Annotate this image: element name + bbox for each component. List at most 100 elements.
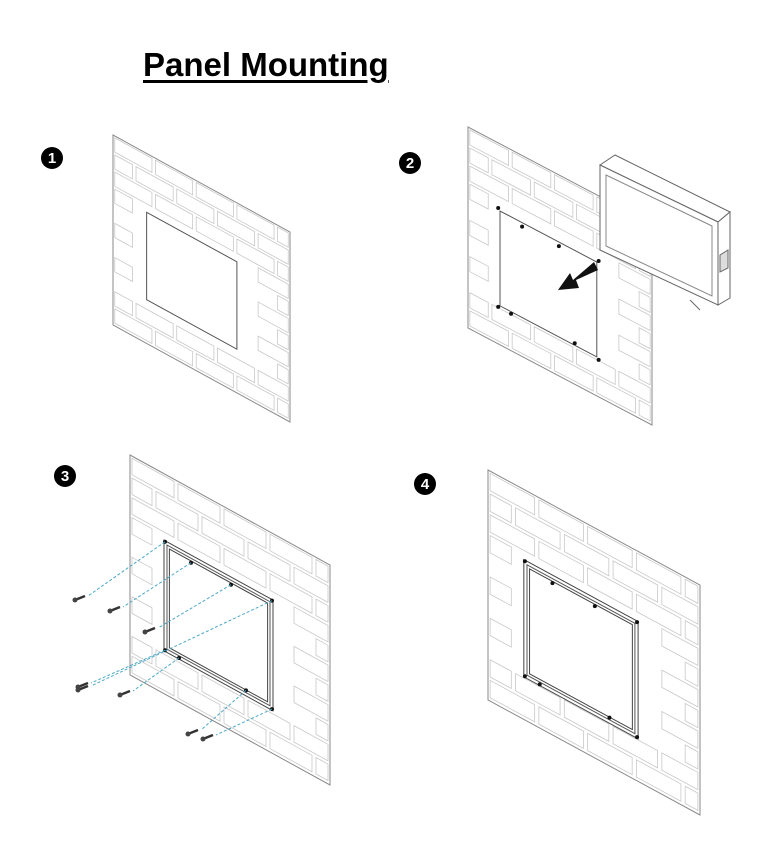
screw-icon <box>142 626 156 635</box>
brick <box>224 509 266 549</box>
screw-guide-line <box>122 562 192 608</box>
brick <box>115 138 152 173</box>
brick <box>316 639 328 662</box>
brick <box>177 189 214 224</box>
screw-hole <box>607 715 612 720</box>
brick <box>534 327 573 362</box>
insert-arrow-icon <box>558 262 598 290</box>
brick <box>490 618 511 647</box>
brick <box>155 331 192 366</box>
screw-hole <box>556 244 561 249</box>
screw-guide-line <box>157 584 232 629</box>
screw-icon <box>200 733 214 742</box>
brick <box>539 707 584 748</box>
brick <box>490 515 535 556</box>
brick <box>132 597 152 625</box>
screw-guide-line <box>215 708 273 736</box>
brick <box>155 160 192 195</box>
brick <box>258 370 288 401</box>
screw-icon <box>185 728 199 737</box>
brick <box>539 500 584 541</box>
brick <box>115 223 133 247</box>
brick <box>202 517 244 557</box>
page-title: Panel Mounting <box>143 46 389 83</box>
brick <box>196 182 233 217</box>
brick <box>115 172 152 207</box>
brick <box>516 508 561 549</box>
brick <box>278 364 289 384</box>
brick <box>248 700 290 740</box>
brick <box>516 674 561 715</box>
brick <box>564 700 609 741</box>
brick <box>132 518 152 546</box>
brick <box>490 473 535 514</box>
brick <box>316 678 328 701</box>
brick <box>316 599 328 622</box>
wall-step-4 <box>488 470 700 815</box>
screw-hole <box>592 604 597 609</box>
brick <box>636 553 681 594</box>
brick <box>636 594 681 635</box>
screw-hole <box>550 581 555 586</box>
brick <box>248 542 290 582</box>
brick <box>470 257 488 282</box>
brick <box>115 189 133 213</box>
brick <box>470 166 509 201</box>
brick <box>132 458 174 498</box>
brick <box>588 733 633 774</box>
brick <box>613 726 658 767</box>
panel-frame <box>524 560 638 739</box>
step-1-badge: 1 <box>41 147 63 169</box>
brick <box>554 175 593 210</box>
brick <box>177 326 214 361</box>
brick <box>136 303 173 338</box>
brick <box>554 356 593 391</box>
brick <box>224 707 266 747</box>
brick <box>685 662 698 686</box>
screw-hole <box>496 206 501 211</box>
brick <box>534 182 573 217</box>
brick <box>490 494 511 523</box>
brick <box>470 148 488 173</box>
brick <box>470 130 509 165</box>
brick <box>270 732 312 772</box>
wall-cutout <box>167 545 270 706</box>
brick <box>278 227 289 247</box>
brick <box>202 675 244 715</box>
brick <box>639 364 650 385</box>
brick <box>132 637 152 665</box>
screw-guide-line <box>87 541 166 597</box>
brick <box>178 682 220 722</box>
brick <box>636 760 681 801</box>
panel-pc-device <box>598 154 731 311</box>
brick <box>115 155 133 179</box>
brick <box>619 263 650 295</box>
wall-cutout <box>147 212 237 349</box>
brick <box>258 336 288 367</box>
brick <box>316 718 328 741</box>
brick <box>470 184 488 209</box>
screw-hole <box>635 620 640 625</box>
brick <box>490 577 511 606</box>
brick <box>178 484 220 524</box>
brick <box>470 311 509 346</box>
step-2-badge: 2 <box>399 152 421 174</box>
brick <box>278 398 289 418</box>
brick <box>662 753 698 790</box>
brick <box>662 629 698 666</box>
brick <box>554 211 593 246</box>
brick <box>470 293 488 318</box>
brick <box>685 745 698 769</box>
brick <box>316 758 328 781</box>
brick <box>156 491 198 531</box>
brick <box>178 523 220 563</box>
brick <box>196 353 233 388</box>
brick <box>115 292 133 316</box>
brick <box>136 167 173 202</box>
brick <box>662 670 698 707</box>
brick <box>613 561 658 602</box>
step-3-badge: 3 <box>54 465 76 487</box>
step-4-badge: 4 <box>414 473 436 495</box>
brick <box>662 712 698 749</box>
wall-cutout <box>500 211 597 357</box>
